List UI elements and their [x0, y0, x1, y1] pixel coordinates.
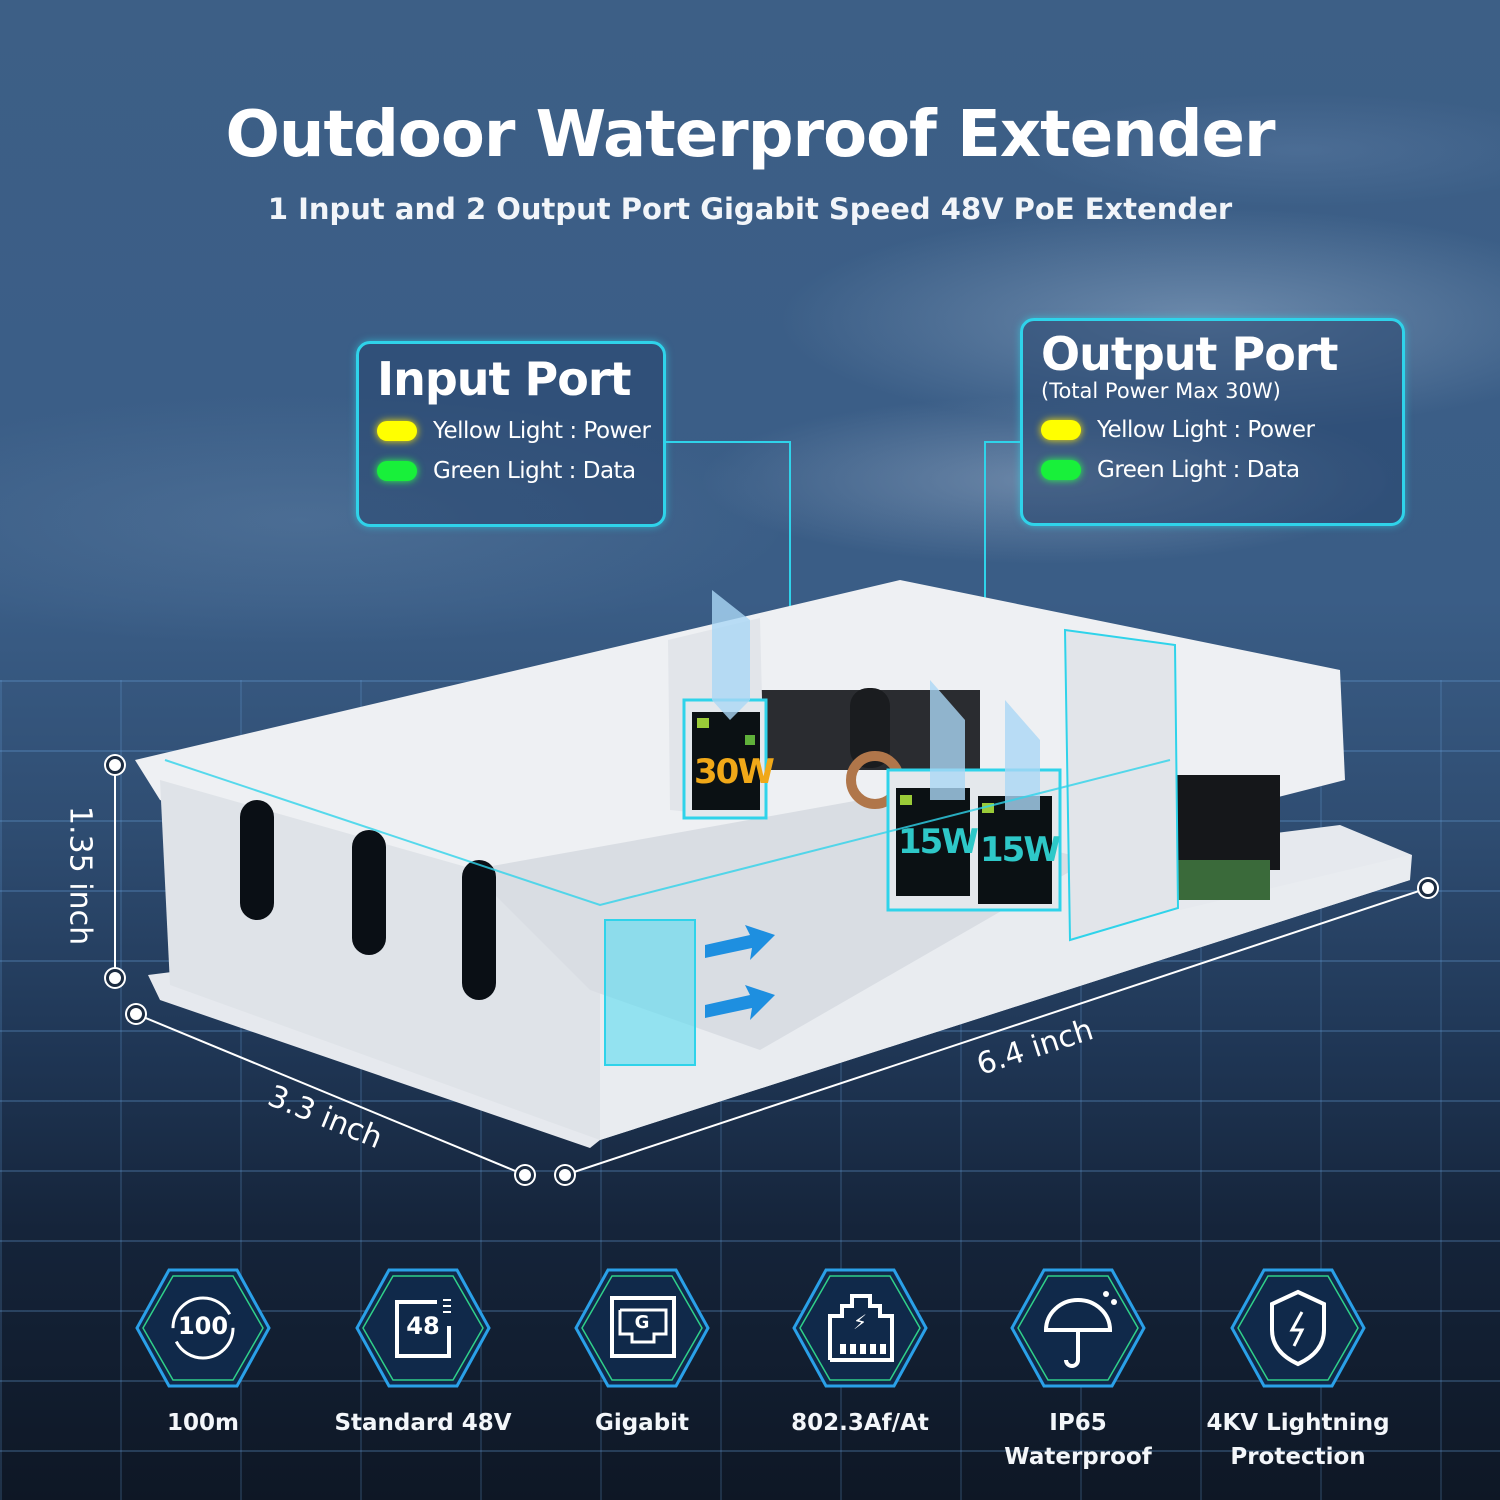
output-port-note: (Total Power Max 30W) — [1041, 379, 1281, 403]
feature-label-line1: 4KV Lightning — [1206, 1410, 1390, 1436]
output-power-label-2: 15W — [980, 830, 1061, 870]
feature-label: 100m — [167, 1410, 239, 1436]
gigabit-glyph: G — [634, 1312, 650, 1333]
page-title: Outdoor Waterproof Extender — [225, 98, 1276, 172]
output-legend-data: Green Light : Data — [1041, 457, 1402, 483]
feature-label: 4KV Lightning Protection — [1188, 1406, 1408, 1474]
feature-label: Standard 48V — [334, 1410, 512, 1436]
voltage-glyph: 48 — [406, 1312, 440, 1340]
dimension-point — [516, 1166, 534, 1184]
output-port-callout: Output Port (Total Power Max 30W) Yellow… — [1020, 318, 1405, 526]
dimension-point — [106, 969, 124, 987]
dimension-point — [127, 1005, 145, 1023]
page-subtitle: 1 Input and 2 Output Port Gigabit Speed … — [267, 192, 1233, 226]
dimension-point — [556, 1166, 574, 1184]
input-leader-line-v — [789, 441, 791, 711]
feature-ip65: IP65 Waterproof — [968, 1268, 1188, 1474]
umbrella-icon — [1010, 1268, 1146, 1388]
gigabit-port-icon: G — [574, 1268, 710, 1388]
feature-list: 100 100m 48 Standard 48V G — [0, 1268, 1500, 1488]
feature-label-line2: Protection — [1230, 1444, 1366, 1470]
input-leader-line-h — [666, 441, 791, 443]
legend-label: Green Light : Data — [433, 458, 636, 484]
green-led-icon — [1041, 460, 1081, 480]
output-port-title: Output Port — [1041, 327, 1339, 381]
poe-glyph: ⚡ — [852, 1310, 868, 1334]
output-power-label-1: 15W — [898, 822, 979, 862]
feature-label: 802.3Af/At — [791, 1410, 929, 1436]
yellow-led-icon — [1041, 420, 1081, 440]
feature-label: Gigabit — [594, 1410, 690, 1436]
legend-label: Green Light : Data — [1097, 457, 1300, 483]
feature-label-line1: IP65 — [1049, 1410, 1107, 1436]
output-leader-line-h — [984, 441, 1021, 443]
distance-glyph: 100 — [177, 1312, 229, 1340]
legend-label: Yellow Light : Power — [1097, 417, 1315, 443]
yellow-led-icon — [377, 421, 417, 441]
input-legend-power: Yellow Light : Power — [377, 418, 663, 444]
feature-poe-standard: ⚡ 802.3Af/At — [750, 1268, 970, 1440]
dimension-point — [106, 756, 124, 774]
input-port-callout: Input Port Yellow Light : Power Green Li… — [356, 341, 666, 527]
poe-port-icon: ⚡ — [792, 1268, 928, 1388]
shield-lightning-icon — [1230, 1268, 1366, 1388]
output-legend-power: Yellow Light : Power — [1041, 417, 1402, 443]
feature-48v: 48 Standard 48V — [313, 1268, 533, 1440]
feature-label: IP65 Waterproof — [968, 1406, 1188, 1474]
voltage-48-icon: 48 — [355, 1268, 491, 1388]
height-dimension-label: 1.35 inch — [62, 805, 98, 946]
input-power-label: 30W — [694, 752, 775, 792]
input-port-title: Input Port — [377, 352, 632, 406]
feature-lightning-protection: 4KV Lightning Protection — [1188, 1268, 1408, 1474]
feature-label-line2: Waterproof — [1004, 1444, 1152, 1470]
green-led-icon — [377, 461, 417, 481]
dimension-point — [1419, 879, 1437, 897]
input-legend-data: Green Light : Data — [377, 458, 663, 484]
distance-100-icon: 100 — [135, 1268, 271, 1388]
feature-100m: 100 100m — [93, 1268, 313, 1440]
feature-gigabit: G Gigabit — [532, 1268, 752, 1440]
legend-label: Yellow Light : Power — [433, 418, 651, 444]
